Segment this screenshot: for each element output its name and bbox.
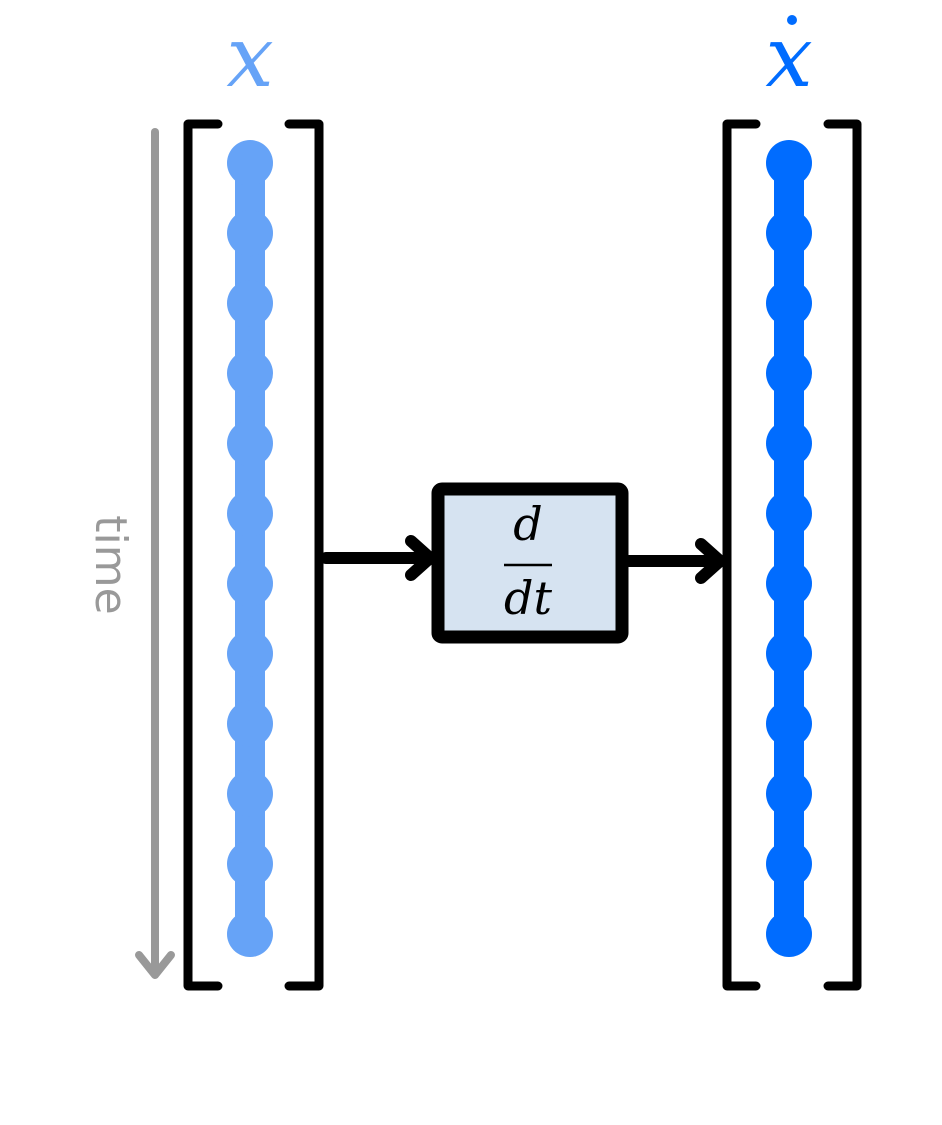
output-vector-brackets [722,119,862,991]
input-sample-point [227,280,273,327]
input-vector-brackets [183,119,324,991]
input-sample-point [227,210,273,257]
output-vector-dot-accent [787,15,797,25]
input-sample-point [227,420,273,467]
input-sample-point [227,490,273,537]
input-sample-point [227,911,273,957]
output-sample-point [766,840,812,887]
output-sample-point [766,490,812,537]
output-arrow [623,538,726,584]
output-sample-point [766,350,812,397]
output-sample-point [766,911,812,957]
output-left-bracket [722,119,761,991]
output-sample-point [766,700,812,747]
time-axis: time [85,128,175,979]
output-sample-point [766,280,812,327]
input-right-bracket [284,119,324,991]
output-vector-label: x [765,8,812,106]
input-vector-label: x [226,8,273,106]
output-sample-point [766,140,812,186]
input-sample-point [227,840,273,887]
input-sample-point [227,770,273,817]
input-left-bracket [183,119,223,991]
derivative-denominator: dt [504,571,552,625]
output-sample-point [766,770,812,817]
derivative-numerator: d [513,497,542,551]
input-sample-point [227,700,273,747]
input-arrow-head [405,535,436,581]
output-sample-point [766,210,812,257]
time-axis-arrowhead [135,951,175,979]
input-vector-column [227,140,273,957]
input-sample-point [227,630,273,677]
input-sample-point [227,560,273,607]
output-right-bracket [823,119,862,991]
derivative-operator-rect [431,482,629,644]
derivative-operator-box: d dt [431,482,629,644]
input-sample-point [227,350,273,397]
output-arrow-head [695,538,726,584]
output-vector-column [766,140,812,957]
output-sample-point [766,560,812,607]
input-sample-point [227,140,273,186]
output-vector-label-group: x [765,8,812,106]
output-sample-point [766,630,812,677]
time-axis-label: time [85,515,136,614]
input-arrow [320,535,436,581]
output-sample-point [766,420,812,467]
